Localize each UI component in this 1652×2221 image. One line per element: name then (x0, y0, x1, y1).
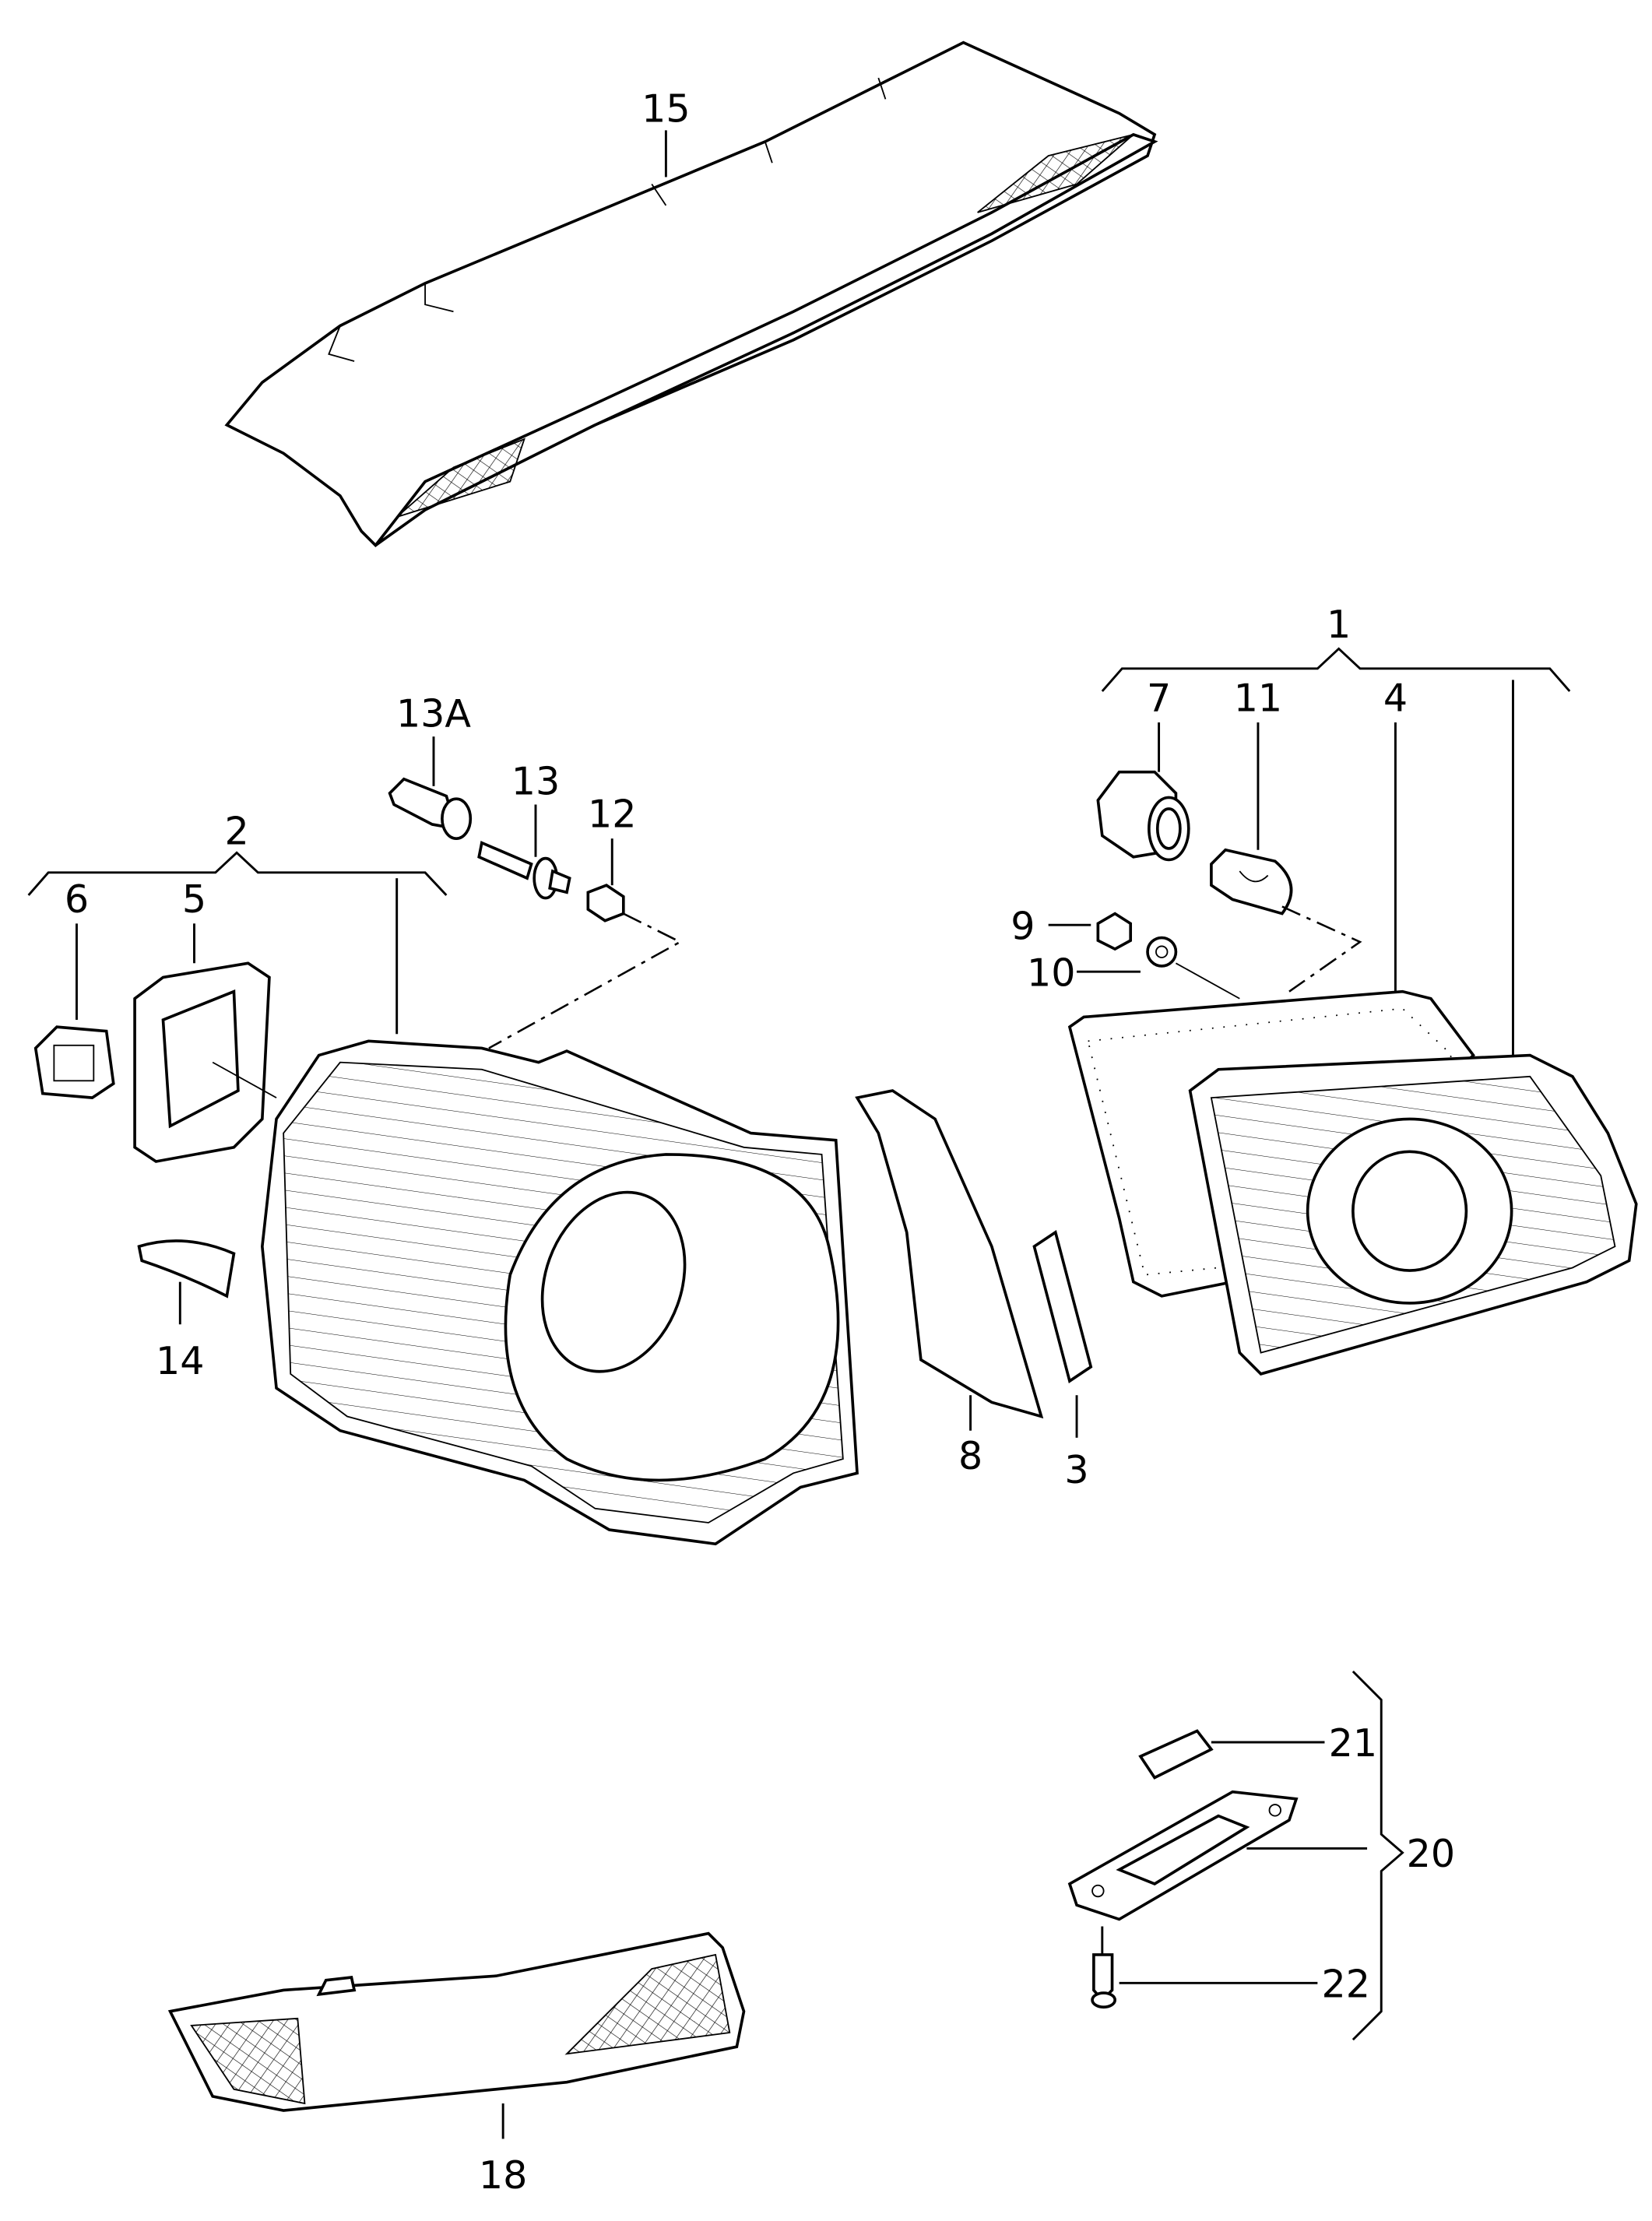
part-3-reflector (1032, 1230, 1093, 1383)
part-6-seal (33, 1025, 115, 1099)
callout-5: 5 (182, 877, 206, 922)
bracket-1 (1101, 647, 1571, 692)
part-5-gasket (133, 961, 271, 1163)
callout-15: 15 (641, 86, 691, 131)
part-10-washer (1146, 936, 1178, 968)
part-2-outer-tail-light (261, 1039, 859, 1546)
bracket-20 (1351, 1670, 1404, 2041)
callout-18: 18 (479, 2152, 528, 2198)
part-15-third-brake-light (224, 40, 1158, 547)
bracket-2 (27, 851, 448, 896)
part-18-rear-reflector (167, 1931, 746, 2112)
callout-3: 3 (1064, 1447, 1088, 1492)
callout-11: 11 (1234, 675, 1283, 720)
callout-4: 4 (1383, 675, 1408, 720)
callout-22: 22 (1322, 1962, 1371, 2007)
callout-7: 7 (1147, 675, 1171, 720)
callout-6: 6 (65, 877, 89, 922)
callout-1: 1 (1327, 602, 1351, 647)
callout-12: 12 (588, 792, 637, 837)
part-7-bulb-holder (1096, 770, 1190, 862)
part-8-trim (855, 1089, 1044, 1419)
callout-2: 2 (224, 808, 248, 853)
part-9-nut (1096, 912, 1133, 951)
callout-14: 14 (156, 1338, 204, 1383)
callout-13a: 13A (396, 691, 471, 736)
callout-13: 13 (511, 759, 561, 804)
part-11-bulb (1210, 848, 1293, 915)
part-13a-expanding-nut (388, 777, 473, 840)
callout-9: 9 (1011, 903, 1035, 948)
part-21-bulb (1138, 1729, 1214, 1780)
part-1-inner-tail-light (1188, 1053, 1638, 1376)
callout-8: 8 (958, 1433, 982, 1478)
assembly-line-screw (488, 912, 683, 1049)
part-20-license-plate-lamp (1067, 1790, 1299, 1921)
assembly-line-bulb (1281, 905, 1362, 993)
callout-10: 10 (1027, 950, 1076, 995)
part-13-screw (477, 841, 571, 900)
callout-21: 21 (1329, 1720, 1378, 1766)
part-14-seal-strip (137, 1239, 236, 1299)
part-12-nut (586, 884, 625, 922)
part-22-screw (1091, 1926, 1117, 2009)
callout-20: 20 (1407, 1831, 1456, 1876)
